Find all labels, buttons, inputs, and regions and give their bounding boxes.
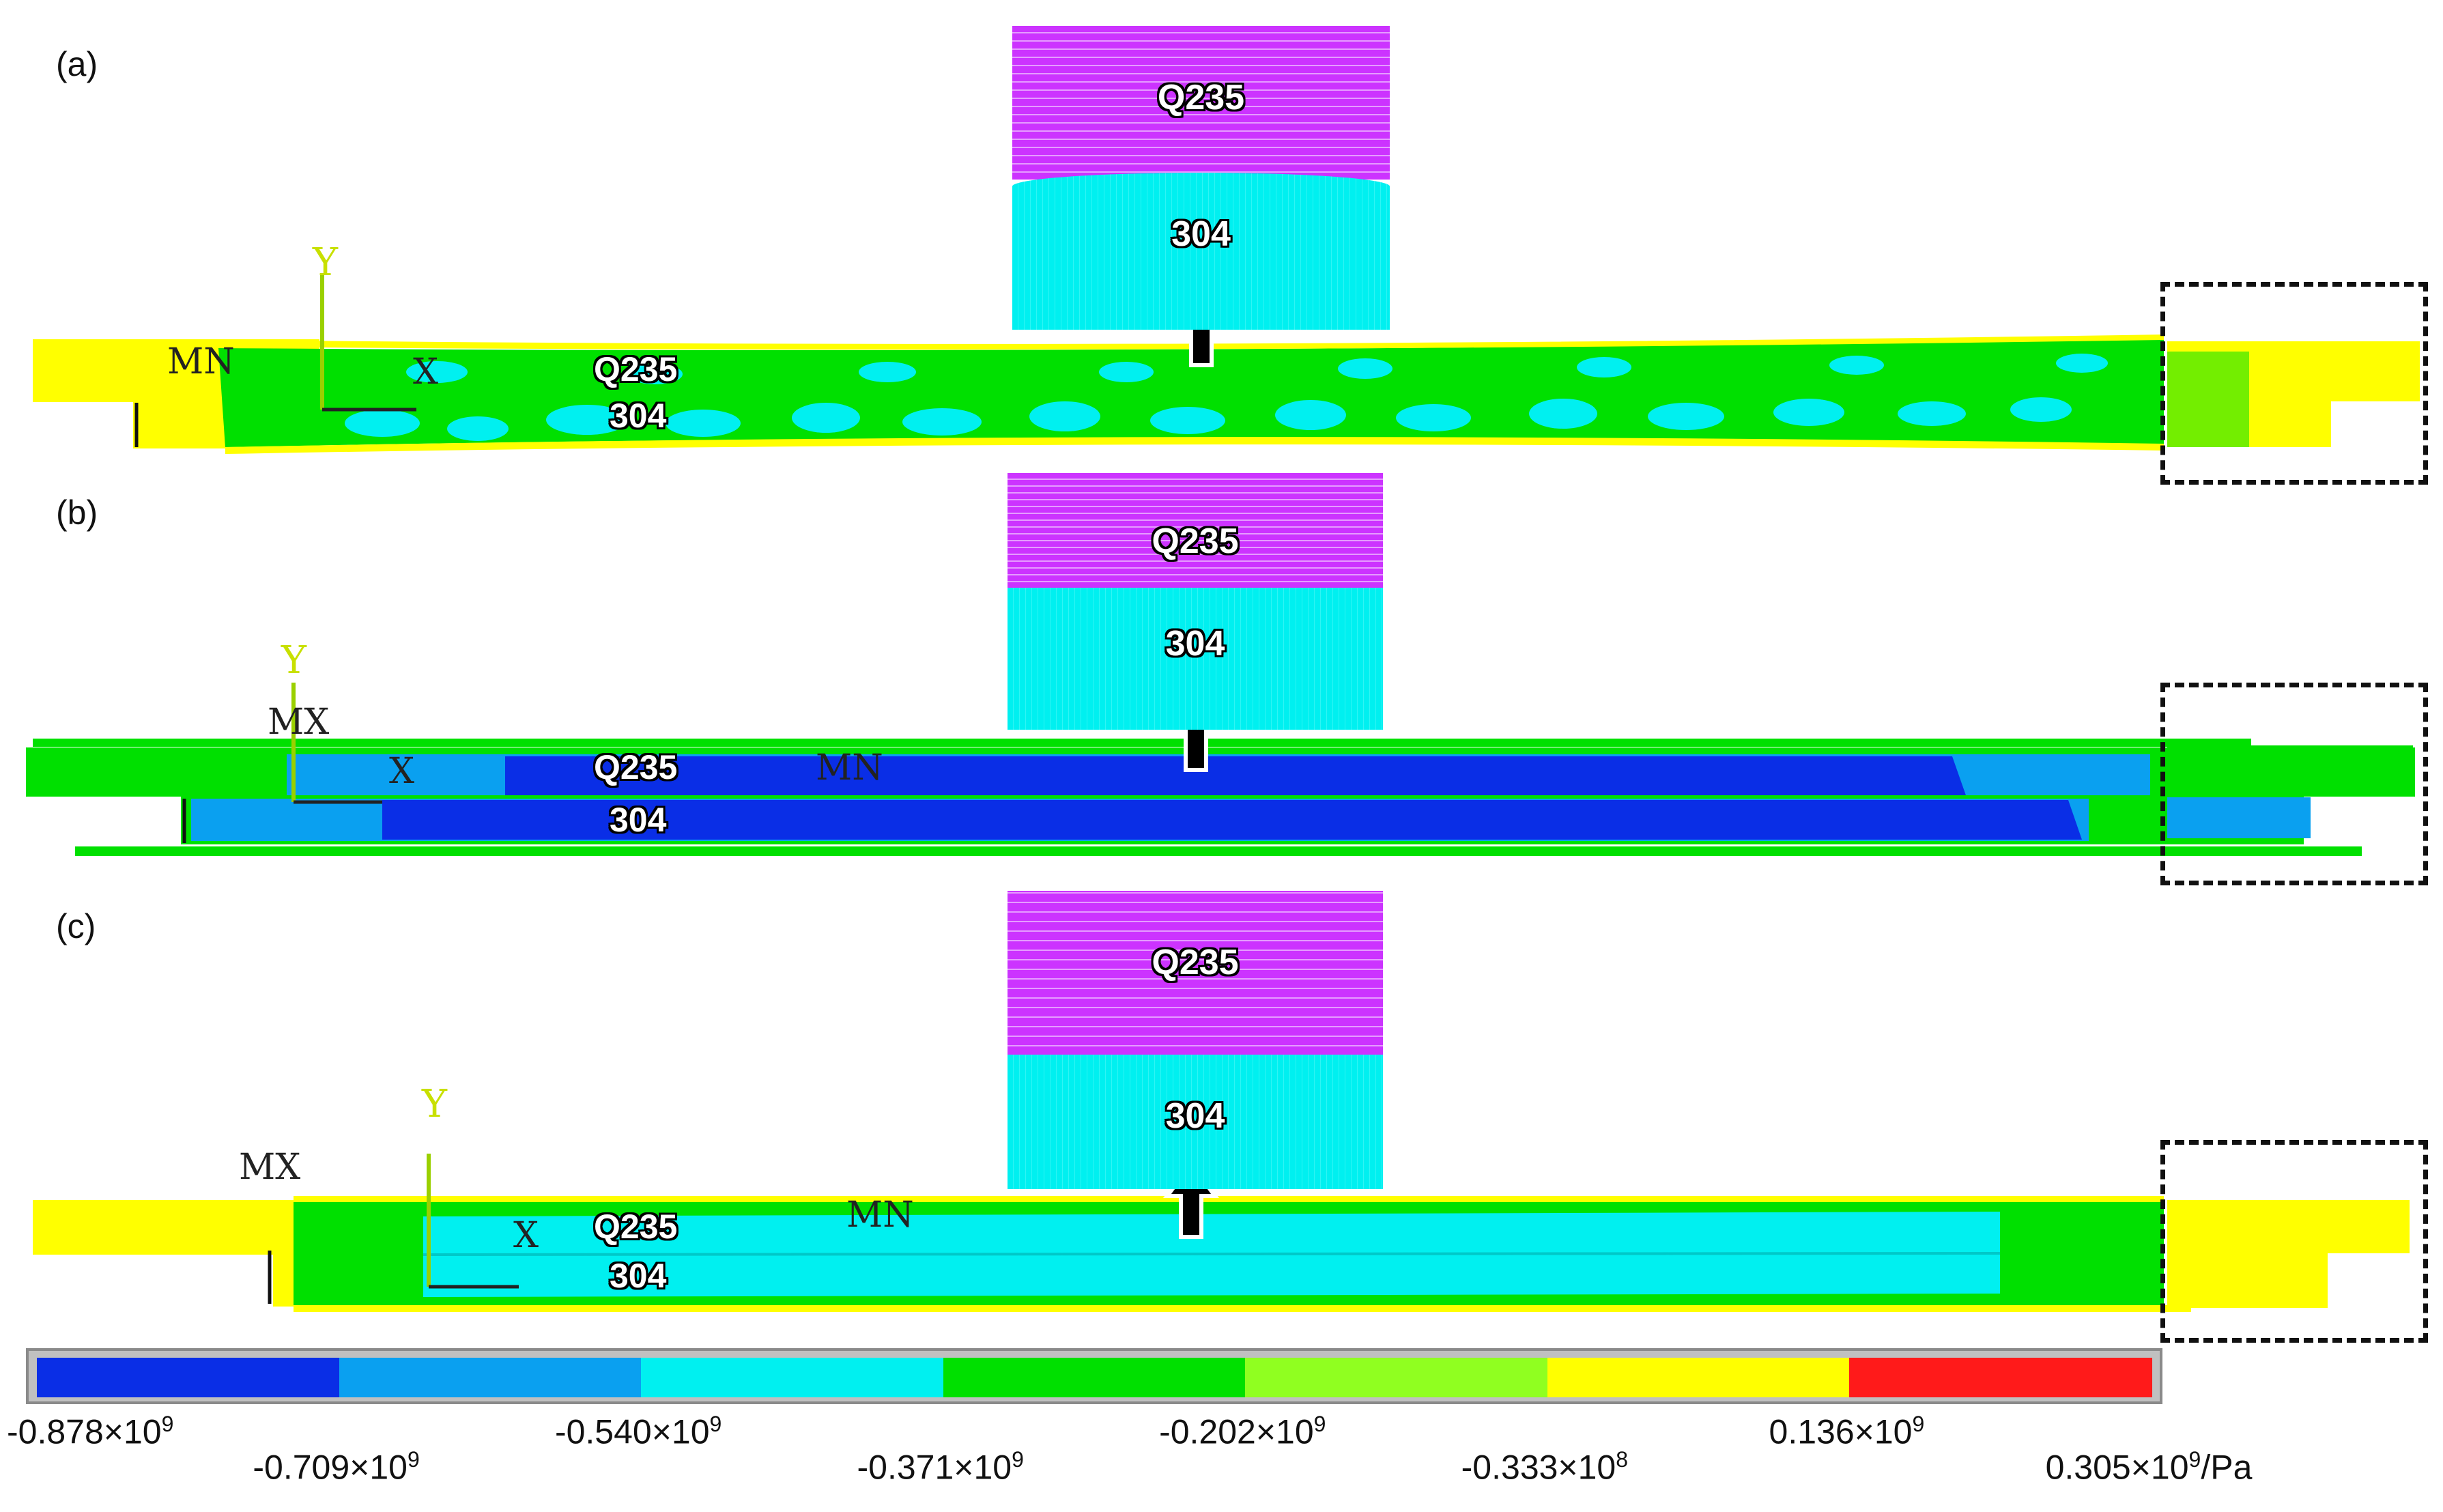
colorbar-tick-label: 0.136×109 [1769,1412,1925,1451]
colorbar-tick-label: -0.371×109 [857,1447,1024,1487]
inset-c: Q235 304 [1008,891,1383,1189]
colorbar-segment [943,1358,1246,1397]
panel-c-y-axis-label: Y [422,1082,447,1126]
inset-b-q235-region [1008,473,1383,588]
colorbar-tick-label: -0.709×109 [253,1447,420,1487]
panel-c-mn-marker: MN [846,1195,914,1236]
colorbar-segment [1849,1358,2152,1397]
panel-b-y-axis-label: Y [281,638,306,683]
panel-b-mx-marker: MX [268,702,330,743]
inset-b: Q235 304 [1008,473,1383,730]
colorbar-segment [641,1358,944,1397]
inset-a: Q235 304 [1012,26,1390,330]
panel-b-mn-marker: MN [816,747,883,788]
inset-b-bottom-label: 304 [1165,624,1225,664]
panel-c-grip-highlight-box [2160,1140,2428,1343]
panel-c-x-axis-label: X [513,1215,539,1256]
inset-a-top-label: Q235 [1157,78,1245,117]
inset-b-top-label: Q235 [1152,522,1239,561]
inset-a-q235-region [1012,26,1390,180]
panel-a-y-axis-label: Y [313,240,338,285]
inset-a-304-region [1012,173,1390,330]
panel-a-mn-marker: MN [167,341,235,382]
colorbar-tick-label: -0.878×109 [7,1412,174,1451]
panel-a-grip-highlight-box [2160,282,2428,485]
panel-b-specimen [26,683,2415,856]
panel-b-top-layer-label: Q235 [594,748,678,786]
panel-c-specimen [33,1154,2410,1312]
colorbar-tick-label: -0.333×108 [1461,1447,1629,1487]
panel-a-bottom-layer-label: 304 [610,397,667,435]
panel-b-x-axis-label: X [389,751,415,792]
colorbar-tick-label: 0.305×109/Pa [2045,1447,2253,1487]
inset-c-q235-region [1008,891,1383,1055]
panel-c-mx-marker: MX [239,1147,301,1188]
panel-label-a: (a) [56,45,98,83]
colorbar-tick-label: -0.540×109 [554,1412,722,1451]
stress-colorbar [26,1348,2162,1404]
panel-label-c: (c) [56,907,96,945]
inset-b-304-region [1008,588,1383,730]
colorbar-segment [1547,1358,1851,1397]
colorbar-tick-label: -0.202×109 [1159,1412,1326,1451]
panel-a-top-layer-label: Q235 [594,350,678,388]
colorbar-segment [339,1358,642,1397]
inset-c-304-region [1008,1055,1383,1189]
panel-c-top-layer-label: Q235 [594,1208,678,1246]
panel-label-b: (b) [56,494,98,532]
panel-a-x-axis-label: X [413,352,439,393]
inset-c-top-label: Q235 [1152,943,1239,982]
panel-c-bottom-layer-label: 304 [610,1257,667,1295]
panel-b-grip-highlight-box [2160,683,2428,885]
inset-c-bottom-label: 304 [1165,1096,1225,1136]
panel-a-specimen [33,273,2420,454]
inset-a-bottom-label: 304 [1171,214,1231,254]
panel-b-bottom-layer-label: 304 [610,801,667,839]
colorbar-segment [37,1358,340,1397]
colorbar-segment [1245,1358,1548,1397]
